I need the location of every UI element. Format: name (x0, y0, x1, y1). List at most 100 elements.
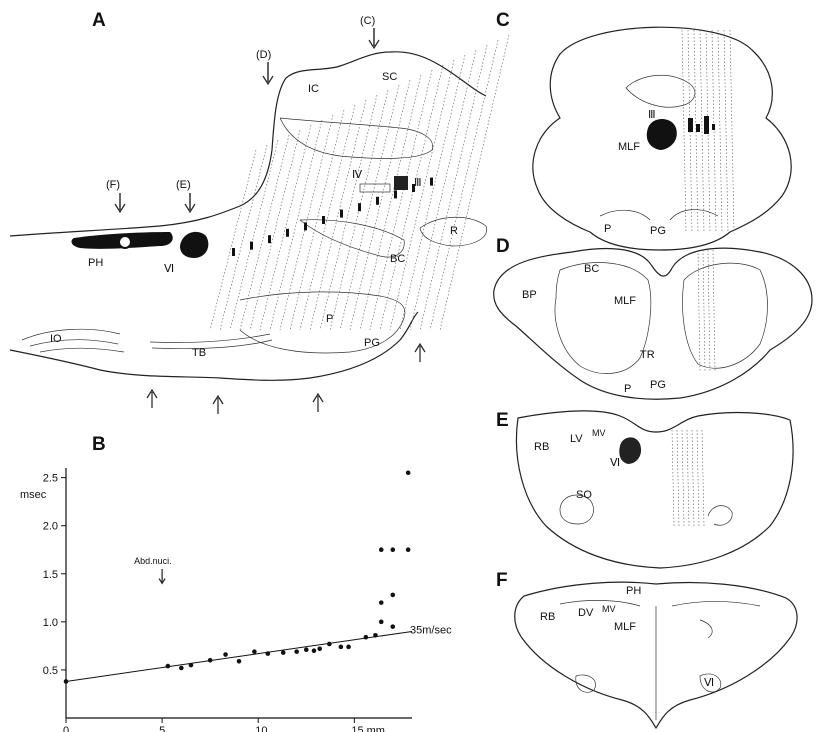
panel-label-a: A (92, 10, 106, 31)
electrode-track (410, 50, 476, 330)
electrode-track (672, 430, 674, 526)
tectum-contour (280, 118, 433, 158)
electrode-track (260, 125, 311, 330)
label-ph: PH (88, 257, 103, 269)
label-bc: BC (390, 253, 405, 265)
y-axis-label: msec (20, 489, 47, 501)
electrode-track (730, 30, 734, 232)
data-point (390, 593, 395, 598)
abducens-annotation: Abd.nuci. (134, 556, 172, 566)
electrode-track (697, 430, 699, 526)
y-tick-label: 1.0 (43, 617, 58, 629)
data-point (208, 658, 213, 663)
data-point (189, 663, 194, 668)
abducens-nerve-f (576, 620, 721, 692)
electrode-track (240, 135, 289, 330)
data-point (379, 547, 384, 552)
y-tick-label: 2.5 (43, 473, 58, 485)
tracks-e (672, 430, 704, 526)
recording-site (250, 242, 253, 250)
data-point (304, 647, 309, 652)
label-f-mlf: MLF (614, 621, 636, 633)
panel-b: B msec 0.51.01.52.02.5 051015 mm 35m/sec… (20, 434, 452, 732)
label-f-mv: MV (602, 604, 616, 614)
electrode-track (682, 430, 684, 526)
recording-site (232, 248, 235, 256)
pg-outline-c (600, 210, 718, 220)
data-point (179, 666, 184, 671)
x-tick-label: 15 mm (351, 725, 385, 732)
data-point (339, 645, 344, 650)
tb-contour (150, 334, 272, 349)
label-io: IO (50, 333, 62, 345)
label-vi: Ⅵ (164, 263, 174, 275)
annotation-arrow (159, 569, 165, 583)
ph-marker (119, 236, 131, 248)
arrow-e: (E) (176, 179, 195, 212)
panel-label-d: D (496, 236, 510, 257)
data-point (312, 648, 317, 653)
arrow-f: (F) (106, 179, 125, 212)
x-tick-label: 10 (255, 725, 267, 732)
svg-text:(C): (C) (360, 15, 375, 27)
label-sc: SC (382, 71, 397, 83)
data-point (379, 600, 384, 605)
label-ic: IC (308, 83, 319, 95)
recording-site (286, 229, 289, 237)
data-point (237, 659, 242, 664)
electrode-track (300, 105, 355, 330)
svg-text:(D): (D) (256, 49, 271, 61)
recording-site (322, 216, 325, 224)
data-point (346, 645, 351, 650)
svg-text:(E): (E) (176, 179, 191, 191)
electrode-tracks (210, 35, 509, 330)
electrode-track (698, 250, 700, 372)
label-e-so: SO (576, 489, 592, 501)
panel-label-b: B (92, 434, 106, 455)
ventral-outline (10, 312, 418, 380)
electrode-track (703, 250, 705, 372)
electrode-track (677, 430, 679, 526)
fit-line (66, 631, 412, 681)
electrode-track (700, 30, 704, 232)
label-iv: Ⅳ (352, 169, 363, 181)
arrow-d: (D) (256, 49, 273, 84)
abducens-nucleus-e (619, 437, 641, 464)
fit-label: 35m/sec (410, 624, 452, 636)
electrode-track (682, 30, 686, 232)
abducens-nucleus (180, 232, 208, 258)
panel-f: F RB DV MV PH MLF Ⅵ (496, 570, 797, 728)
electrode-track (230, 140, 278, 330)
label-d-bp: BP (522, 289, 537, 301)
data-point (390, 547, 395, 552)
electrode-track (290, 110, 344, 330)
electrode-track (702, 430, 704, 526)
label-d-tr: TR (640, 349, 655, 361)
section-d-outline (494, 248, 812, 399)
y-ticks: 0.51.01.52.02.5 (43, 473, 66, 677)
data-point (364, 635, 369, 640)
recording-site (358, 203, 361, 211)
electrode-track (370, 70, 432, 330)
electrode-track (440, 35, 509, 330)
y-tick-label: 1.5 (43, 569, 58, 581)
electrode-track (420, 45, 487, 330)
panel-d: D BC BP MLF TR P PG (494, 236, 812, 399)
data-point (390, 624, 395, 629)
electrode-track (360, 75, 421, 330)
trochlear-nucleus (360, 184, 390, 192)
electrode-track (687, 430, 689, 526)
ventral-arrows (147, 344, 425, 414)
label-e-vi: Ⅵ (610, 457, 620, 469)
electrode-track (340, 85, 399, 330)
label-d-p: P (624, 383, 631, 395)
electrode-track (718, 30, 722, 232)
label-r: R (450, 225, 458, 237)
data-point (252, 649, 257, 654)
label-d-bc: BC (584, 263, 599, 275)
data-point (327, 642, 332, 647)
label-c-p: P (604, 223, 611, 235)
